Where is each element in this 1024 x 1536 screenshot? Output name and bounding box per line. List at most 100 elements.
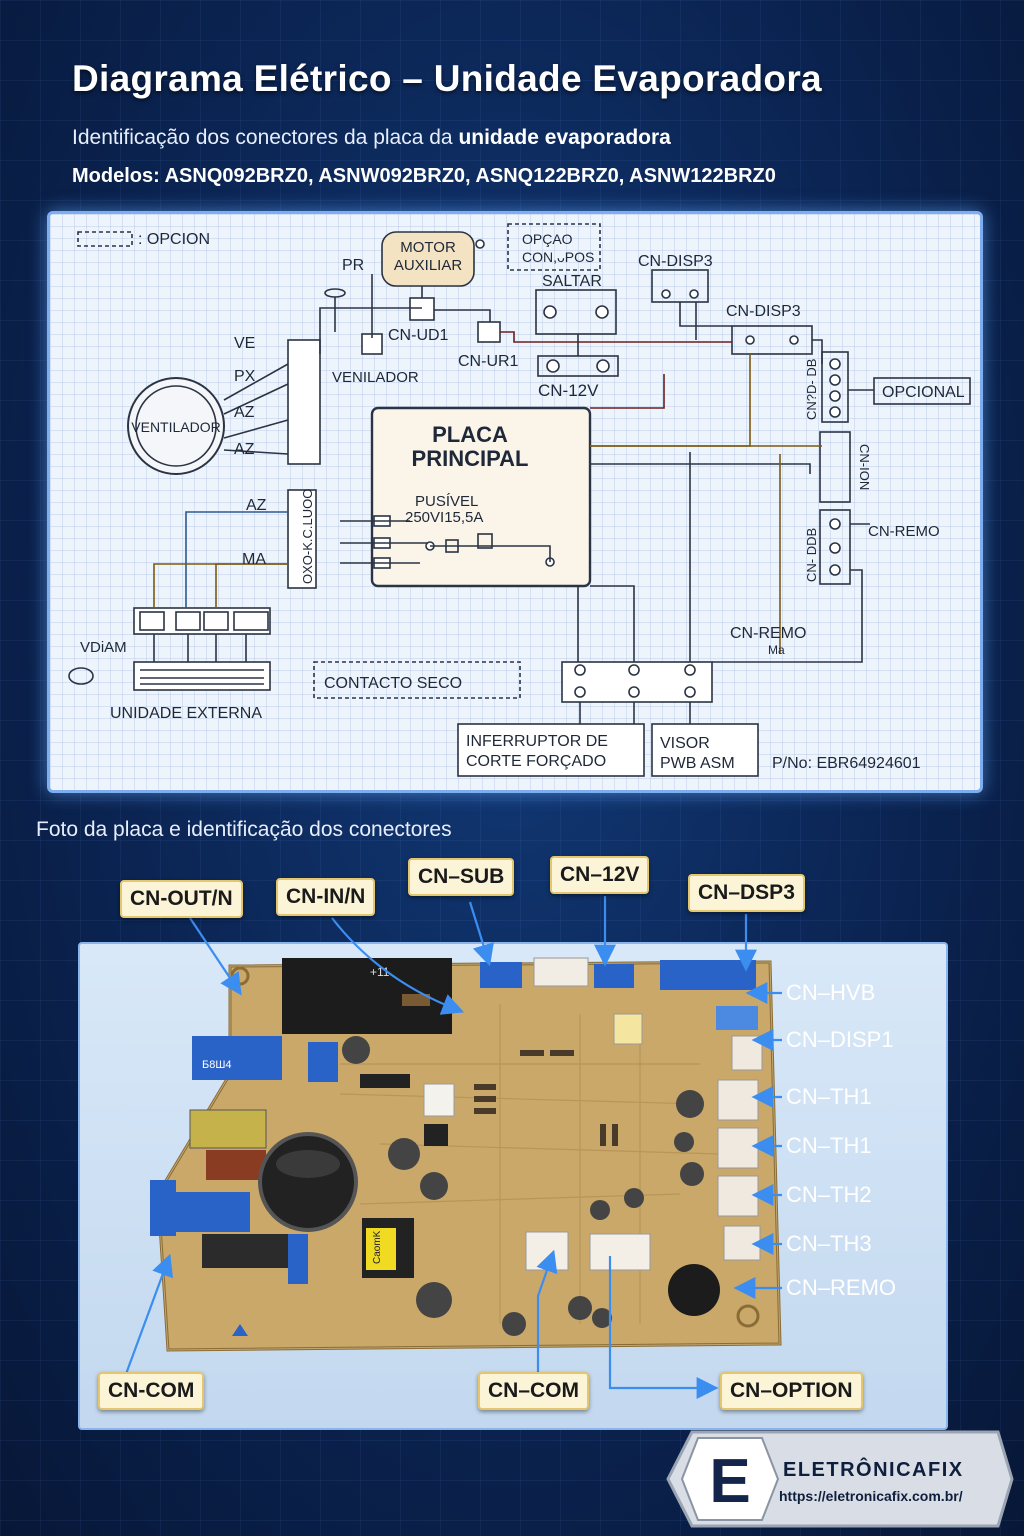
board-text-1: +11 [370,965,390,979]
unidade-externa-label: UNIDADE EXTERNA [110,705,262,722]
cn-ion-label: CN-ION [857,444,872,490]
label-cn-remo: CN–REMO [786,1275,897,1300]
buzzer [668,1264,720,1316]
cn-th2-connector [717,1175,759,1217]
vdiam-label: VDiAM [80,639,127,656]
contacto-seco-label: CONTACTO SECO [324,675,462,692]
az-label-1: AZ [234,404,255,421]
cn-ion-block [819,431,851,503]
label-cn-hvb: CN–HVB [786,980,876,1005]
board-text-2: Б8Ш4 [202,1059,232,1071]
part-number: P/No: EBR64924601 [772,755,921,772]
out-connector-block [287,489,317,589]
cn-db-label: CN- DDB [804,528,819,582]
white-connector-top [533,957,589,987]
board-text-3: CaomK [372,1230,383,1264]
cn-12v-connector [594,964,634,988]
tag-cn-in-n: CN-IN/N [276,878,376,916]
visor-line1: VISOR [660,735,710,752]
cn-th1-connector-a [717,1079,759,1121]
ve-label: VE [234,335,255,352]
pusivel-line1: PUSÍVEL [415,493,478,510]
opcao-conjpos-box [507,223,601,271]
motor-auxiliar-line2: AUXILIAR [394,257,463,274]
cn-remo-right-label: CN-REMO [868,523,940,540]
interruptor-box [457,723,645,777]
legend-dashed-box [77,231,133,247]
cn-disp1-connector [731,1035,763,1071]
tag-cn-out-n: CN-OUT/N [120,880,243,918]
tag-cn-dsp3: CN–DSP3 [688,874,805,912]
cn-ud1-label: CN-UD1 [388,327,449,344]
ma-wire-label: MA [242,551,266,568]
tag-cn-sub: CN–SUB [408,858,515,896]
cn-disp3-top-label: CN-DISP3 [638,253,713,270]
wiring-diagram-panel: : OPCION MOTOR AUXILIAR OPÇAO CON,ᴗPOS P… [47,211,983,793]
pcb-board-illustration: +11 Б8Ш4 CaomK [150,957,782,1352]
ventilador-label: VENILADOR [332,369,419,386]
label-cn-th3: CN–TH3 [786,1231,872,1256]
cn-ur1-label: CN-UR1 [458,353,519,370]
opcional-label: OPCIONAL [882,384,965,401]
az-label-2: AZ [234,441,255,458]
label-cn-disp1: CN–DISP1 [786,1027,894,1052]
photo-caption: Foto da placa e identificação dos conect… [36,818,452,841]
placa-principal-line1: PLACA [432,422,508,447]
subtitle-bold: unidade evaporadora [458,126,671,149]
yellow-component [366,1228,396,1270]
ventilador-motor [127,377,225,475]
pusivel-line2: 250VI15,5A [405,509,483,526]
tag-cn-com-left: CN-COM [98,1372,205,1410]
out-connector-label: OXO-K.C.LUOO [300,489,315,584]
tag-cn-12v: CN–12V [550,856,650,894]
cn-option-connector [589,1233,651,1271]
legend-label: : OPCION [138,231,210,248]
cn-dsp3-connector [660,960,756,990]
opcional-box [873,377,971,405]
cn-hvb-connector [716,1006,758,1030]
contacto-seco-box [313,661,521,699]
tag-cn-option: CN–OPTION [720,1372,863,1410]
cn-disp-right-label: CN?D- DB [804,359,819,420]
wiring-diagram: : OPCION MOTOR AUXILIAR OPÇAO CON,ᴗPOS P… [68,223,971,777]
cn-th3-connector [723,1225,761,1261]
cn-disp-right-block [821,351,849,423]
page-subtitle: Identificação dos conectores da placa da… [72,126,671,150]
placa-principal-line2: PRINCIPAL [412,446,529,471]
label-cn-th2: CN–TH2 [786,1182,872,1207]
cn-12v-label: CN-12V [538,381,599,400]
opcao-line2: CON,ᴗPOS [522,249,594,265]
interruptor-line1: INFERRUPTOR DE [466,733,608,750]
subtitle-text: Identificação dos conectores da placa da [72,126,453,149]
visor-line2: PWB ASM [660,755,735,772]
placa-principal-box [370,406,592,588]
cn-remo-bottom-sub: Ma [768,643,785,657]
tag-cn-com-center: CN–COM [478,1372,590,1410]
fan-connector-block [287,339,321,465]
pcb-photo-panel: +11 Б8Ш4 CaomK [78,942,948,1430]
relay-blue-1 [192,1036,282,1080]
brand-logo-letter: E [709,1447,750,1516]
models-line: Modelos: ASNQ092BRZ0, ASNW092BRZ0, ASNQ1… [72,165,776,187]
brand-badge: E [666,1430,1014,1528]
label-cn-th1-b: CN–TH1 [786,1133,872,1158]
cn-th1-connector-b [717,1127,759,1169]
brand-name: ELETRÔNICAFIX [783,1459,964,1481]
opcao-line1: OPÇAO [522,231,573,247]
pr-label: PR [342,257,364,274]
saltar-label: SALTAR [542,273,602,290]
main-capacitor [258,1132,358,1232]
label-cn-th1-a: CN–TH1 [786,1084,872,1109]
brand-url-link[interactable]: https://eletronicafix.com.br/ [779,1488,963,1504]
saltar-box [535,289,617,335]
brand-logo-hexagon [680,1437,780,1521]
az-wire-label: AZ [246,497,267,514]
cn-disp3-mid-box [731,325,813,355]
cn-disp3-mid-label: CN-DISP3 [726,303,801,320]
cn-ur1-connector [477,321,501,343]
cn-remo-bottom-label: CN-REMO [730,625,806,642]
cn-ud1-connector [409,297,435,321]
px-label: PX [234,368,256,385]
cn-disp3-top-box [651,269,709,303]
visor-box [651,723,759,777]
